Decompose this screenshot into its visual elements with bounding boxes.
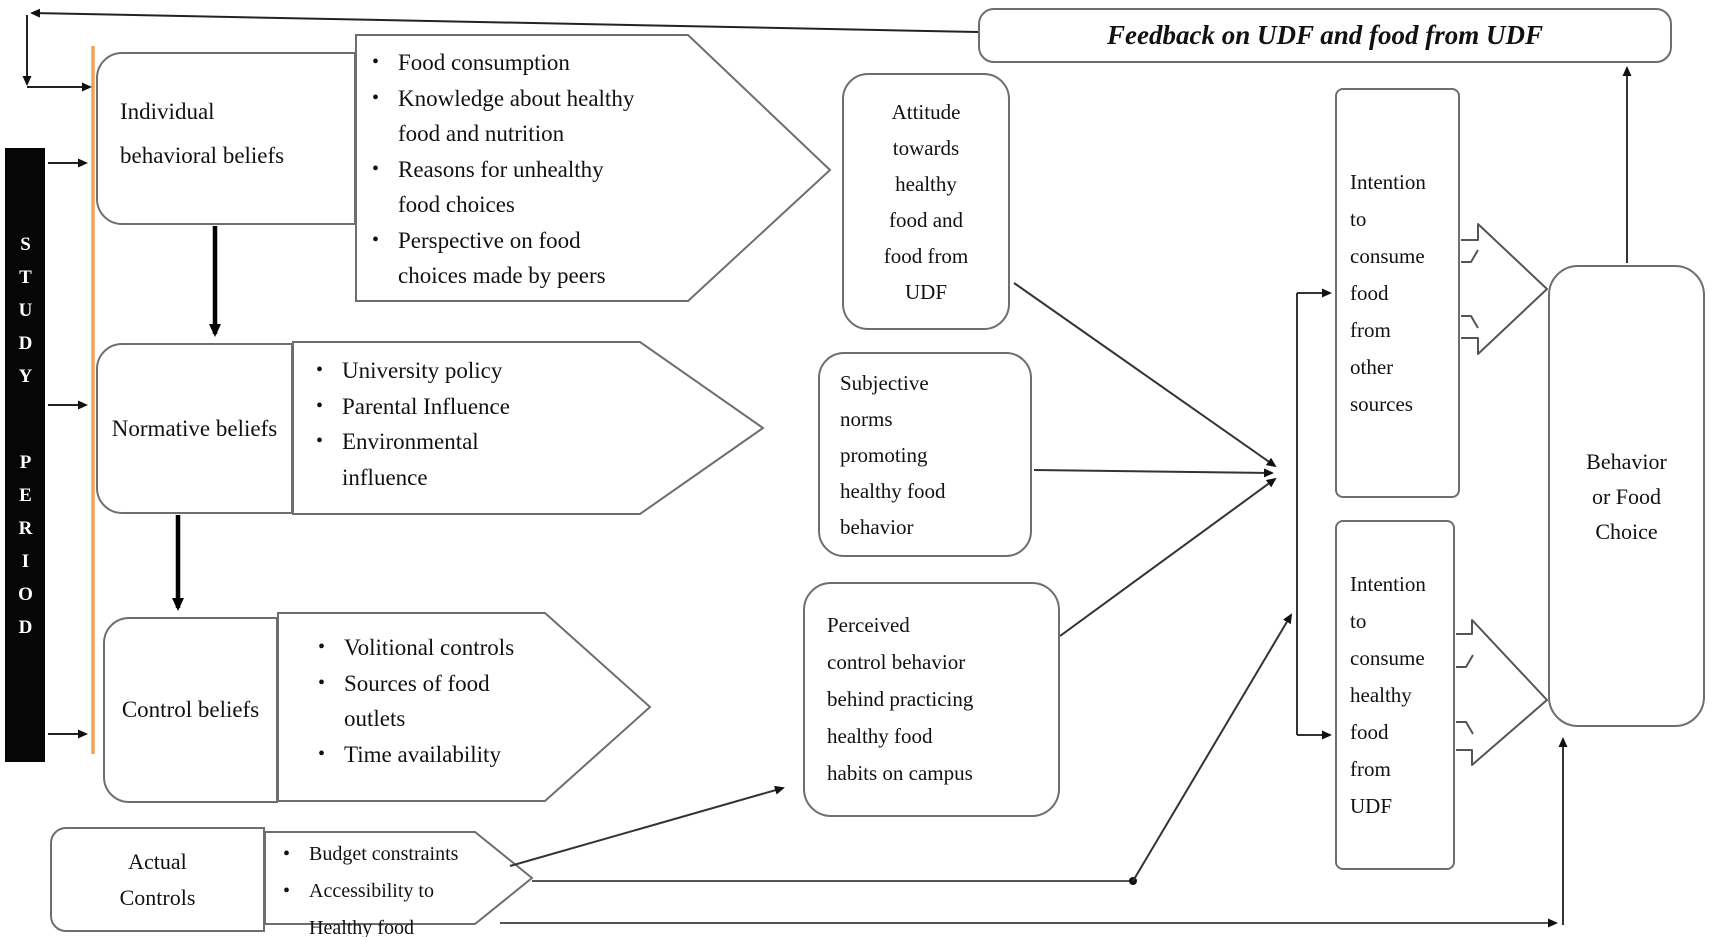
study-period-word-study: STUDY	[15, 234, 36, 399]
bullet-icon: •	[316, 394, 324, 417]
normative-beliefs-label: Normative beliefs	[111, 415, 278, 441]
feedback-return-line	[30, 8, 979, 33]
item-text: Volitional controls	[344, 635, 515, 660]
list-item: • Time availability	[318, 737, 608, 773]
attitude-box: Attitude towards healthy food and food f…	[842, 73, 1010, 330]
control-beliefs-label: Control beliefs	[121, 697, 260, 722]
list-item: • Reasons for unhealthy food choices	[372, 152, 702, 223]
actual-controls-items: • Budget constraints • Accessibility to …	[283, 836, 513, 937]
list-item: • University policy	[316, 353, 616, 389]
item-text: Food consumption	[398, 50, 570, 75]
list-item: • Food consumption	[372, 45, 702, 81]
subjective-to-junction-arrow	[1033, 468, 1274, 478]
item-text: University policy	[342, 358, 503, 383]
bullet-icon: •	[372, 228, 380, 251]
actual-to-perceived-arrow	[509, 785, 785, 867]
intention-healthy-udf-box: Intention to consume healthy food from U…	[1335, 520, 1455, 870]
bullet-icon: •	[318, 671, 326, 694]
item-text: Sources of food outlets	[344, 670, 490, 732]
list-item: • Knowledge about healthy food and nutri…	[372, 81, 702, 152]
bullet-icon: •	[372, 86, 380, 109]
behavior-food-choice-label: Behavior or Food Choice	[1586, 448, 1667, 544]
item-text: Accessibility to Healthy food	[309, 880, 434, 937]
actual-to-bracket-arrow	[1132, 613, 1293, 882]
attitude-to-junction-arrow	[1013, 282, 1277, 468]
feedback-label: Feedback on UDF and food from UDF	[1106, 20, 1543, 50]
list-item: • Accessibility to Healthy food	[283, 873, 513, 937]
study-period-bar: STUDY PERIOD	[5, 148, 45, 762]
list-item: • Volitional controls	[318, 630, 608, 666]
actual-controls-label: Actual Controls	[119, 848, 196, 910]
item-text: Reasons for unhealthy food choices	[398, 156, 604, 218]
item-text: Parental Influence	[342, 393, 510, 419]
list-item: • Parental Influence	[316, 389, 616, 425]
normative-items-pentagon	[292, 341, 765, 515]
item-text: Perspective on food choices made by peer…	[398, 227, 606, 289]
list-item: • Sources of food outlets	[318, 666, 608, 737]
study-period-word-period: PERIOD	[15, 452, 36, 650]
item-text: Knowledge about healthy food and nutriti…	[398, 85, 635, 147]
item-text: Environmental influence	[342, 429, 479, 490]
subjective-norms-box: Subjective norms promoting healthy food …	[818, 352, 1032, 557]
list-item: • Environmental influence	[316, 424, 616, 495]
perceived-control-box: Perceived control behavior behind practi…	[803, 582, 1060, 817]
control-beliefs-box: Control beliefs	[103, 617, 278, 803]
intention-healthy-udf-label: Intention to consume healthy food from U…	[1350, 571, 1426, 818]
bullet-icon: •	[283, 843, 291, 865]
individual-beliefs-items: • Food consumption • Knowledge about hea…	[372, 45, 702, 294]
subjective-norms-label: Subjective norms promoting healthy food …	[840, 370, 946, 539]
bullet-icon: •	[372, 51, 380, 73]
control-beliefs-items: • Volitional controls • Sources of food …	[318, 630, 608, 772]
intention-other-block-arrow	[1461, 223, 1548, 355]
normative-beliefs-box: Normative beliefs	[96, 343, 293, 514]
bullet-icon: •	[318, 742, 326, 765]
individual-beliefs-label: Individual behavioral beliefs	[120, 99, 285, 168]
perceived-to-junction-arrow	[1059, 477, 1277, 637]
actual-items-pentagon	[264, 831, 534, 925]
bullet-icon: •	[318, 636, 326, 658]
normative-beliefs-items: • University policy • Parental Influence…	[316, 353, 616, 495]
actual-controls-box: Actual Controls	[50, 827, 265, 932]
bullet-icon: •	[316, 359, 324, 381]
list-item: • Perspective on food choices made by pe…	[372, 223, 702, 294]
intention-other-sources-box: Intention to consume food from other sou…	[1335, 88, 1460, 498]
intention-udf-block-arrow	[1456, 619, 1548, 766]
attitude-label: Attitude towards healthy food and food f…	[883, 99, 969, 304]
item-text: Time availability	[344, 741, 501, 767]
behavior-food-choice-box: Behavior or Food Choice	[1548, 265, 1705, 727]
perceived-control-label: Perceived control behavior behind practi…	[827, 613, 974, 785]
bullet-icon: •	[283, 880, 291, 902]
list-item: • Budget constraints	[283, 836, 513, 873]
individual-beliefs-box: Individual behavioral beliefs	[96, 52, 356, 225]
intention-other-sources-label: Intention to consume food from other sou…	[1350, 169, 1426, 416]
feedback-box: Feedback on UDF and food from UDF	[978, 8, 1672, 63]
item-text: Budget constraints	[309, 843, 459, 865]
bullet-icon: •	[372, 157, 380, 180]
control-items-pentagon	[277, 612, 652, 802]
bullet-icon: •	[316, 430, 324, 452]
individual-items-pentagon	[355, 34, 832, 302]
